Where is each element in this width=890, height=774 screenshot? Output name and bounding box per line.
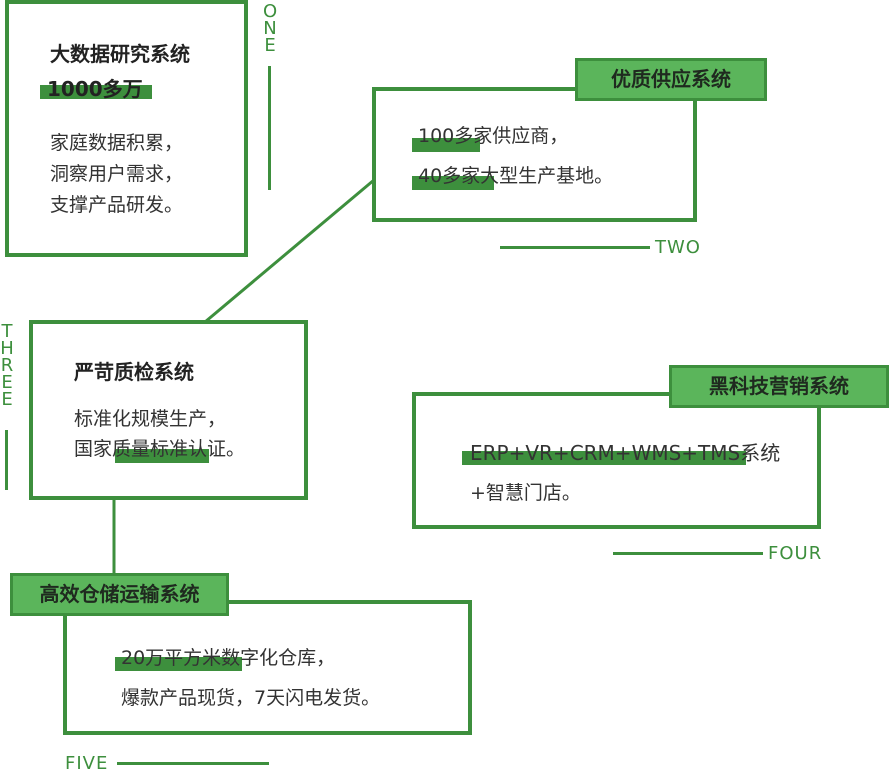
card-one-highlight-bar: [40, 85, 152, 99]
label-four: FOUR: [768, 543, 823, 564]
card-four-highlight: [462, 451, 746, 465]
card-two-highlight-2: [412, 176, 494, 190]
card-one-line-2: 洞察用户需求，: [50, 163, 184, 185]
card-three-line-1: 标准化规模生产，: [74, 408, 227, 430]
label-three-letter-1: T: [1, 321, 13, 342]
card-one-highlight-value: 1000多万: [47, 77, 143, 101]
label-four-rule: [613, 552, 763, 555]
label-one-letter-3: E: [264, 35, 276, 56]
label-three: T H R E E: [0, 321, 14, 410]
card-one-title: 大数据研究系统: [50, 42, 190, 66]
card-one-line-3: 支撑产品研发。: [50, 194, 184, 216]
card-three-highlight: [115, 449, 209, 463]
label-three-letter-5: E: [1, 389, 13, 410]
label-five: FIVE: [65, 753, 109, 774]
card-two-line-2: 40多家大型生产基地。: [418, 165, 614, 187]
label-two-rule: [500, 246, 650, 249]
label-one-letter-2: N: [263, 18, 277, 39]
card-five-highlight: [115, 657, 242, 671]
card-two-tag: 优质供应系统: [575, 58, 767, 101]
card-three-line-2: 国家质量标准认证。: [74, 438, 246, 460]
label-three-letter-2: H: [0, 338, 14, 359]
card-two-line-1: 100多家供应商，: [418, 125, 569, 147]
card-two-highlight-1: [412, 138, 480, 152]
card-four-line-2: +智慧门店。: [470, 482, 581, 504]
card-five-line-1: 20万平方米数字化仓库，: [121, 647, 336, 669]
label-three-letter-3: R: [0, 355, 14, 376]
card-five-tag: 高效仓储运输系统: [10, 573, 229, 616]
connector-two-three: [204, 178, 375, 324]
card-one-line-1: 家庭数据积累，: [50, 132, 184, 154]
card-one: [5, 0, 248, 257]
card-three: [29, 320, 308, 500]
label-five-rule: [117, 762, 269, 765]
label-one-letter-1: O: [263, 1, 278, 22]
label-two: TWO: [655, 237, 701, 258]
card-two: [372, 87, 697, 222]
label-one: O N E: [263, 1, 278, 56]
card-three-title: 严苛质检系统: [74, 360, 194, 384]
label-three-rule: [5, 430, 8, 490]
label-three-letter-4: E: [1, 372, 13, 393]
card-five-line-2: 爆款产品现货，7天闪电发货。: [121, 687, 381, 709]
card-four-line-1: ERP+VR+CRM+WMS+TMS系统: [470, 441, 781, 465]
label-one-rule: [268, 66, 271, 190]
card-four-tag: 黑科技营销系统: [669, 365, 889, 408]
